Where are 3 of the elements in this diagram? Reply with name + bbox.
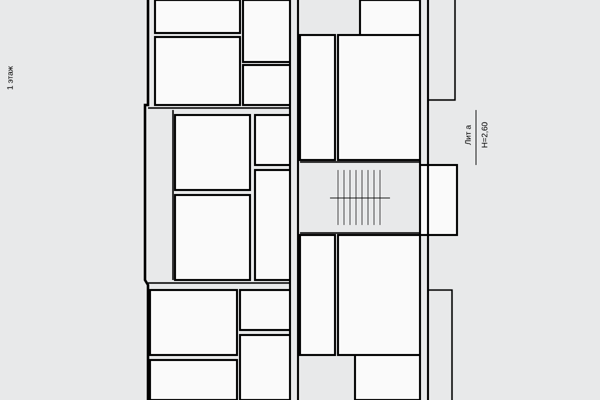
plan-label: Лит а [465,124,471,145]
plan-label: 1 этаж [7,66,13,90]
plan-label: Н=2,60 [482,122,488,148]
